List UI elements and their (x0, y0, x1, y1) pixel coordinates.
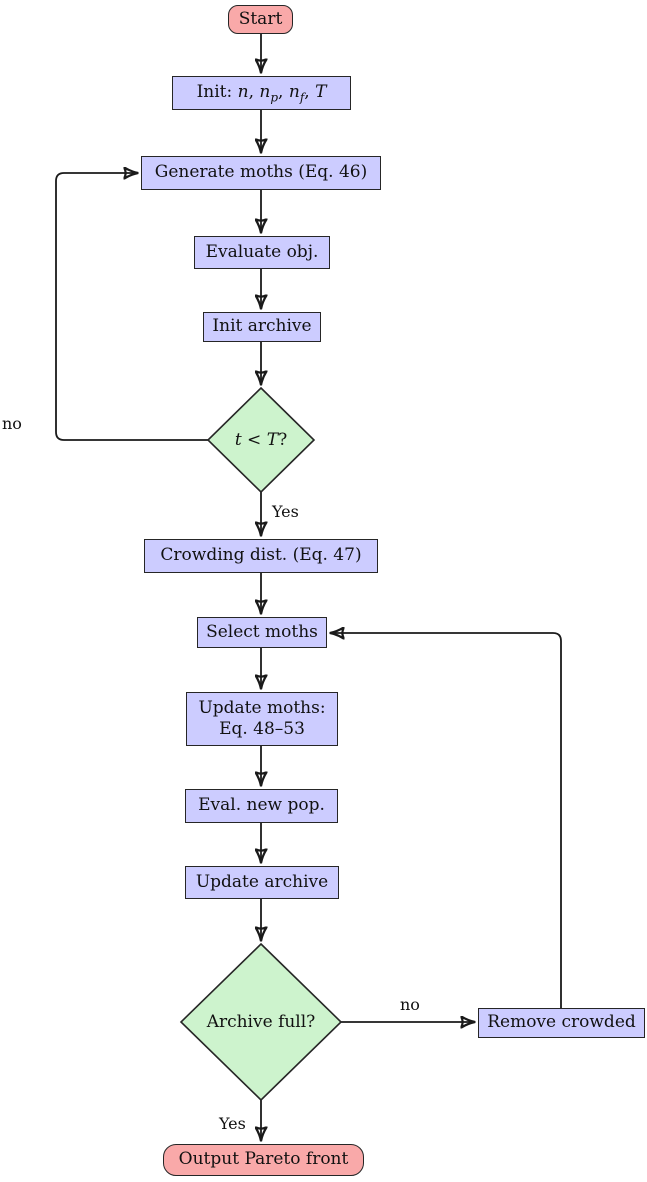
edge-label-iter-no: no (2, 414, 22, 433)
node-update-moths-line2: Eq. 48–53 (219, 719, 305, 739)
node-update-moths-line1: Update moths: (198, 697, 326, 718)
node-update-archive: Update archive (185, 866, 339, 899)
node-crowding-dist: Crowding dist. (Eq. 47) (144, 539, 378, 573)
node-eval-new-pop: Eval. new pop. (185, 789, 338, 823)
node-update-archive-label: Update archive (195, 871, 329, 892)
edge-label-iter-yes: Yes (272, 502, 299, 521)
edge-remove-to-select-loop (330, 633, 562, 1008)
node-generate-moths-label: Generate moths (Eq. 46) (154, 162, 368, 183)
node-output-pareto: Output Pareto front (163, 1144, 364, 1176)
decision-archive-full-shape (179, 942, 343, 1102)
node-generate-moths: Generate moths (Eq. 46) (141, 156, 381, 190)
edge-iter-check-no-to-generate-loop (55, 173, 208, 441)
node-init-label: Init: n, np, nf, T (196, 82, 327, 105)
decision-iter-check-shape (206, 386, 316, 494)
node-evaluate-obj: Evaluate obj. (194, 236, 330, 269)
edge-label-archive-no: no (400, 995, 420, 1014)
node-evaluate-obj-label: Evaluate obj. (205, 241, 319, 262)
node-select-moths-label: Select moths (206, 621, 318, 642)
node-update-moths: Update moths: Eq. 48–53 (186, 692, 338, 746)
node-eval-new-pop-label: Eval. new pop. (198, 795, 325, 816)
node-select-moths: Select moths (197, 617, 327, 648)
node-remove-crowded: Remove crowded (478, 1008, 645, 1038)
edge-label-archive-yes: Yes (219, 1114, 246, 1133)
node-start-label: Start (238, 8, 283, 29)
node-start: Start (228, 5, 293, 34)
node-crowding-dist-label: Crowding dist. (Eq. 47) (160, 545, 362, 566)
node-init-archive: Init archive (203, 312, 321, 342)
node-init: Init: n, np, nf, T (172, 76, 351, 110)
node-init-archive-label: Init archive (212, 316, 312, 337)
node-remove-crowded-label: Remove crowded (487, 1012, 636, 1033)
node-output-pareto-label: Output Pareto front (178, 1149, 349, 1170)
